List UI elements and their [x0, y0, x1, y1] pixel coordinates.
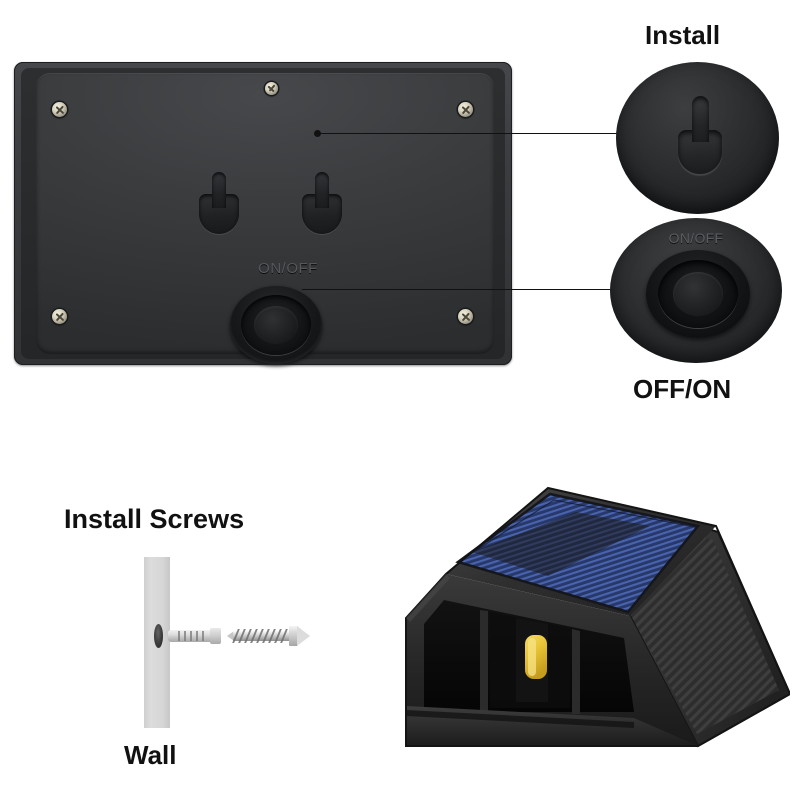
switch-callout-title: OFF/ON — [633, 374, 732, 404]
screw-icon-top-right — [458, 102, 473, 117]
cavity-divider-right — [572, 629, 580, 714]
wall-drill-hole — [154, 624, 163, 648]
leader-line-install — [318, 133, 630, 134]
switch-detail-button-ring — [658, 260, 738, 328]
led-highlight — [528, 638, 536, 676]
solar-lamp-product — [398, 466, 790, 756]
install-detail-circle — [616, 62, 779, 214]
switch-detail-button-core — [673, 272, 723, 316]
screw-icon-top-center — [265, 82, 278, 95]
install-callout-title: Install — [645, 20, 721, 50]
frame-pin-top-right — [493, 72, 500, 79]
switch-detail-onoff-engraving: ON/OFF — [668, 230, 724, 246]
leader-dot-install — [314, 130, 321, 137]
frame-pin-top-left — [26, 72, 33, 79]
switch-detail-button[interactable] — [646, 250, 750, 338]
back-panel-inner-surface — [36, 73, 494, 354]
frame-pin-bottom-left — [26, 348, 33, 355]
power-button-ring — [241, 295, 311, 355]
switch-detail-circle: ON/OFF — [610, 218, 782, 363]
back-panel: ON/OFF — [14, 62, 512, 365]
keyhole-slot-left — [199, 172, 239, 234]
wall-anchor-icon — [168, 628, 221, 644]
keyhole-slot-detail — [678, 96, 722, 174]
leader-line-switch — [302, 289, 632, 290]
cavity-divider-left — [480, 610, 488, 712]
screw-icon-bottom-right — [458, 309, 473, 324]
power-button[interactable] — [230, 286, 322, 364]
mounting-screw-icon — [227, 625, 312, 647]
frame-pin-bottom-right — [493, 348, 500, 355]
keyhole-slot-right — [302, 172, 342, 234]
power-button-core — [254, 306, 298, 344]
screw-icon-top-left — [52, 102, 67, 117]
lamp-side-ribbing — [631, 535, 779, 734]
install-screws-title: Install Screws — [64, 504, 245, 534]
solar-panel-frame — [455, 492, 701, 614]
screw-icon-bottom-left — [52, 309, 67, 324]
back-panel-outer-frame: ON/OFF — [14, 62, 512, 365]
wall-label: Wall — [124, 740, 177, 770]
lamp-outline — [405, 486, 790, 747]
back-panel-rim — [21, 68, 505, 359]
back-panel-onoff-engraving: ON/OFF — [258, 260, 318, 277]
